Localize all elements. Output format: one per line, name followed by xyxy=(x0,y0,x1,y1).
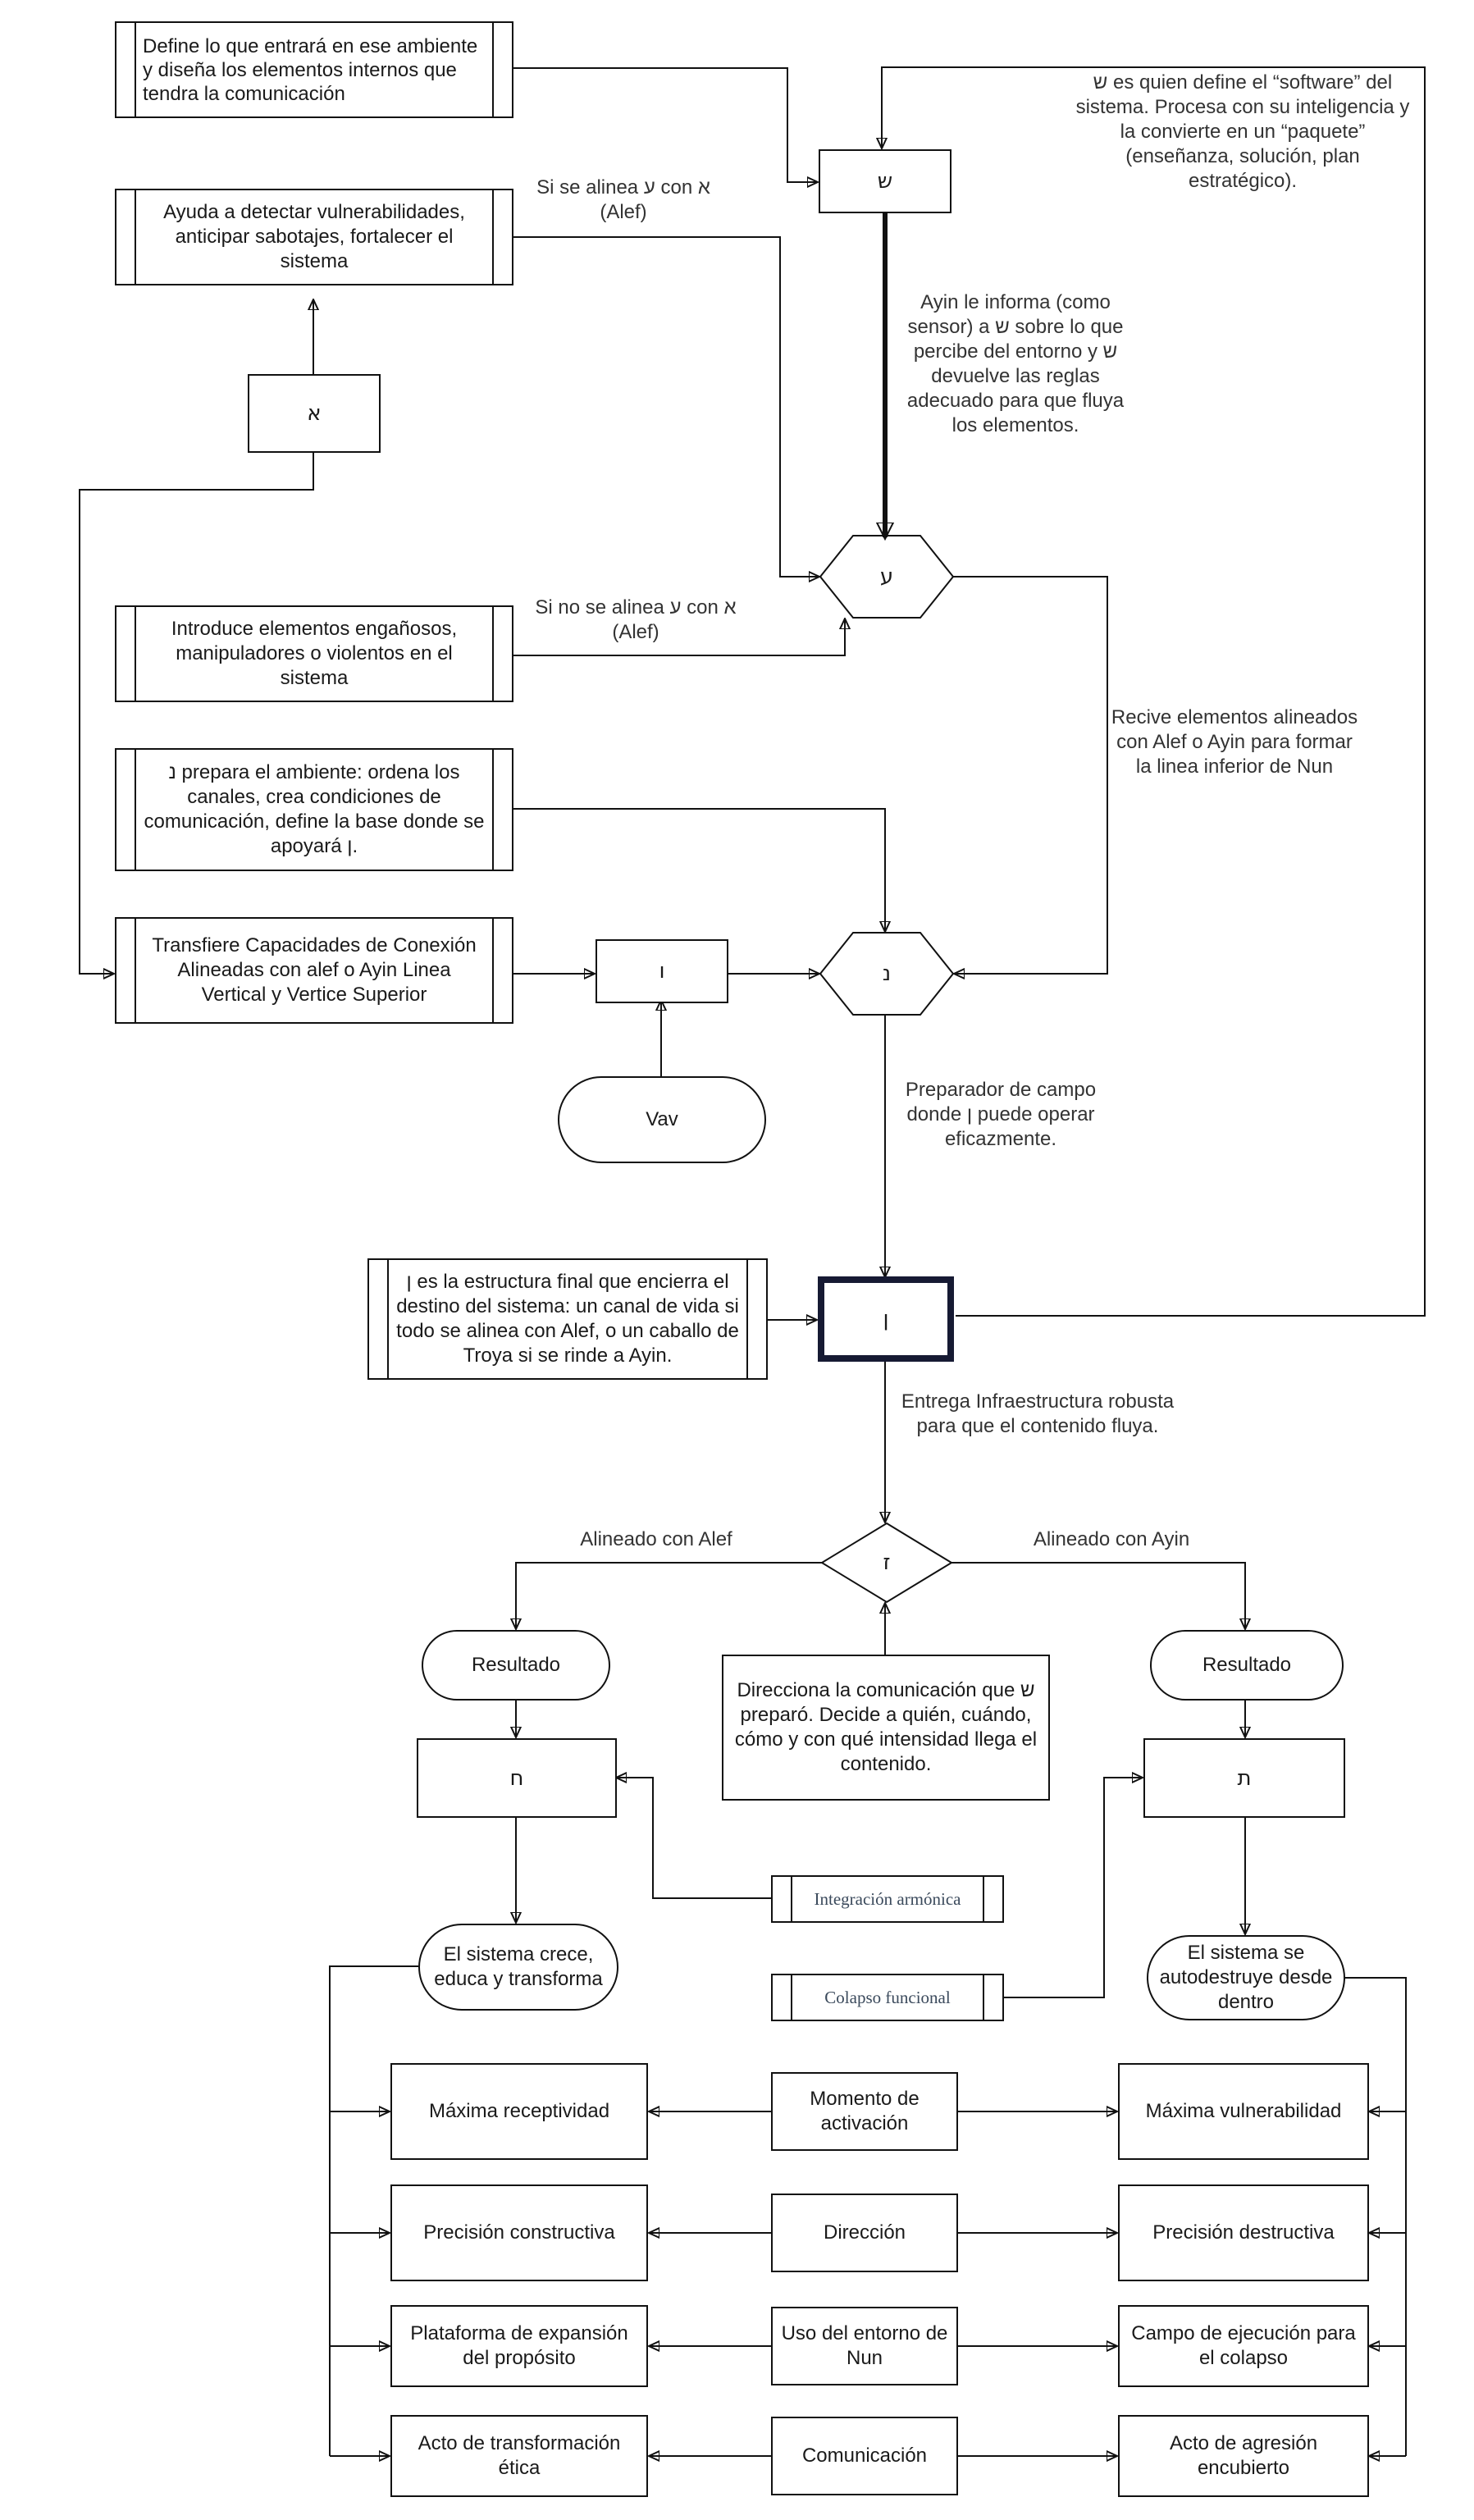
connector-nunprepara-to-nun xyxy=(513,808,885,931)
connector-colapso-to-tav xyxy=(1003,1778,1142,1998)
colapso-box: Colapso funcional xyxy=(771,1974,1004,2021)
connector-zayin-to-resultado-left xyxy=(516,1562,822,1628)
precision-destructiva-box: Precisión destructiva xyxy=(1118,2184,1369,2281)
connector-integracion-to-het xyxy=(617,1778,771,1899)
acto-transformacion-box: Acto de transformación ética xyxy=(390,2415,648,2497)
momento-activacion-box: Momento de activación xyxy=(771,2072,958,2151)
label-alineado-alef: Alineado con Alef xyxy=(580,1528,732,1550)
connector-si-se-alinea xyxy=(513,236,819,577)
comunicacion-box: Comunicación xyxy=(771,2417,958,2495)
label-alineado-ayin: Alineado con Ayin xyxy=(1033,1528,1190,1550)
ayuda-box: Ayuda a detectar vulnerabilidades, antic… xyxy=(115,189,513,285)
alef-box: א xyxy=(248,374,381,453)
define-box: Define lo que entrará en ese ambiente y … xyxy=(115,21,513,118)
label-si-se-alinea: Si se alinea ע con א (Alef) xyxy=(536,176,710,223)
vav-terminal: Vav xyxy=(558,1076,766,1163)
direccion-box: Dirección xyxy=(771,2194,958,2272)
label-entrega-infra: Entrega Infraestructura robusta para que… xyxy=(901,1390,1175,1437)
het-box: ח xyxy=(417,1738,617,1818)
transfiere-box: Transfiere Capacidades de Conexión Aline… xyxy=(115,917,513,1024)
label-recive-elementos: Recive elementos alineados con Alef o Ay… xyxy=(1111,706,1358,778)
connector-si-no-se-alinea xyxy=(513,619,845,656)
ayin-hexagon-label: ע xyxy=(879,564,894,589)
autodestruye-terminal: El sistema se autodestruye desde dentro xyxy=(1147,1935,1345,2020)
plataforma-expansion-box: Plataforma de expansión del propósito xyxy=(390,2305,648,2387)
maxima-vulnerabilidad-box: Máxima vulnerabilidad xyxy=(1118,2063,1369,2160)
nun-final-box: ן xyxy=(818,1276,954,1362)
connector-define-to-shin xyxy=(513,67,817,182)
resultado-left-terminal: Resultado xyxy=(422,1630,610,1701)
connector-nunfinal-to-shin xyxy=(882,66,1426,1317)
connector-alef-to-transfiere xyxy=(79,450,314,974)
maxima-receptividad-box: Máxima receptividad xyxy=(390,2063,648,2160)
connector-zayin-to-resultado-right xyxy=(951,1562,1245,1628)
integracion-box: Integración armónica xyxy=(771,1875,1004,1923)
label-preparador-campo: Preparador de campo donde ן puede operar… xyxy=(905,1079,1097,1150)
crece-terminal: El sistema crece, educa y transforma xyxy=(418,1924,618,2011)
tav-box: ת xyxy=(1143,1738,1345,1818)
nun-hexagon-label: נ xyxy=(882,961,892,986)
vav-box: ו xyxy=(596,939,728,1003)
campo-ejecucion-box: Campo de ejecución para el colapso xyxy=(1118,2305,1369,2387)
acto-agresion-box: Acto de agresión encubierto xyxy=(1118,2415,1369,2497)
introduce-box: Introduce elementos engañosos, manipulad… xyxy=(115,605,513,702)
resultado-right-terminal: Resultado xyxy=(1150,1630,1344,1701)
label-ayin-informa: Ayin le informa (como sensor) a ש sobre … xyxy=(906,291,1125,436)
label-si-no-se-alinea: Si no se alinea ע con א (Alef) xyxy=(535,596,737,643)
nun-final-note-box: ן es la estructura final que encierra el… xyxy=(367,1258,768,1380)
connector-autodestruye-bus xyxy=(1345,1977,1407,2456)
shin-note: ש es quien define el “software” del sist… xyxy=(1075,71,1410,192)
nun-prepara-box: נ prepara el ambiente: ordena los canale… xyxy=(115,748,513,871)
connector-ayin-to-nun xyxy=(953,576,1108,974)
direcciona-box: Direcciona la comunicación que ש preparó… xyxy=(722,1655,1050,1801)
connector-crece-bus xyxy=(329,1965,418,2456)
zayin-diamond-label: ז xyxy=(883,1550,891,1575)
shin-box: ש xyxy=(819,149,951,213)
uso-entorno-nun-box: Uso del entorno de Nun xyxy=(771,2307,958,2385)
precision-constructiva-box: Precisión constructiva xyxy=(390,2184,648,2281)
